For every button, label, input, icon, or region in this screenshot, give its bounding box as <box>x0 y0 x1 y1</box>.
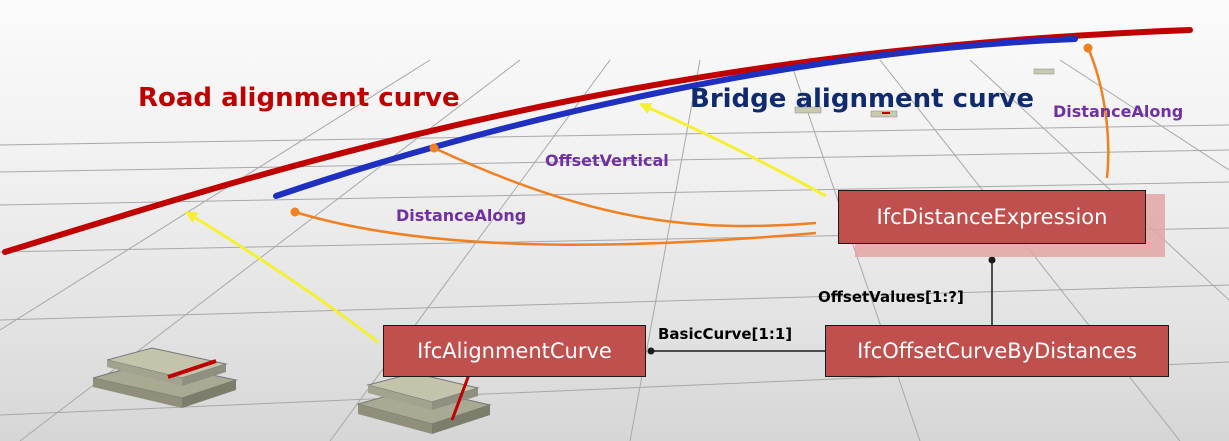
basic-curve-label: BasicCurve[1:1] <box>658 325 793 343</box>
point-distance-along-1 <box>290 207 300 217</box>
offset-vertical-label: OffsetVertical <box>545 151 669 170</box>
bridge-deck-near-left <box>92 347 238 408</box>
road-alignment-label: Road alignment curve <box>138 83 460 113</box>
relation-lines <box>651 260 993 352</box>
distant-deck-1 <box>1033 68 1055 75</box>
ifc-alignment-curve-box: IfcAlignmentCurve <box>383 325 646 377</box>
leader-offset-vertical <box>433 146 817 228</box>
distance-along-label: DistanceAlong <box>396 206 527 225</box>
arrow-distance-to-bridge <box>639 102 827 198</box>
leader-distance-along-2 <box>1086 47 1110 179</box>
point-distance-along-2 <box>1083 43 1093 53</box>
bridge-alignment-label: Bridge alignment curve <box>690 84 1034 114</box>
distant-deck-3 <box>870 110 898 118</box>
offset-values-label: OffsetValues[1:?] <box>818 288 964 306</box>
distance-along-label-right: DistanceAlong <box>1053 102 1184 121</box>
arrow-alignment-to-road <box>185 210 379 344</box>
bridge-deck-near-center <box>356 371 492 434</box>
point-offset-vertical <box>429 143 439 153</box>
ifc-offset-curve-by-distances-box: IfcOffsetCurveByDistances <box>825 325 1169 377</box>
basic-curve-dot <box>647 347 655 355</box>
ground-grid <box>0 59 1229 441</box>
distant-deck-2 <box>794 106 822 114</box>
bridge-alignment-curve <box>273 36 1078 199</box>
yellow-arrows <box>185 102 827 344</box>
leader-distance-along-1 <box>294 210 817 247</box>
offset-values-dot <box>988 256 996 264</box>
ifc-distance-expression-box: IfcDistanceExpression <box>838 190 1146 244</box>
leader-lines <box>294 47 1110 247</box>
